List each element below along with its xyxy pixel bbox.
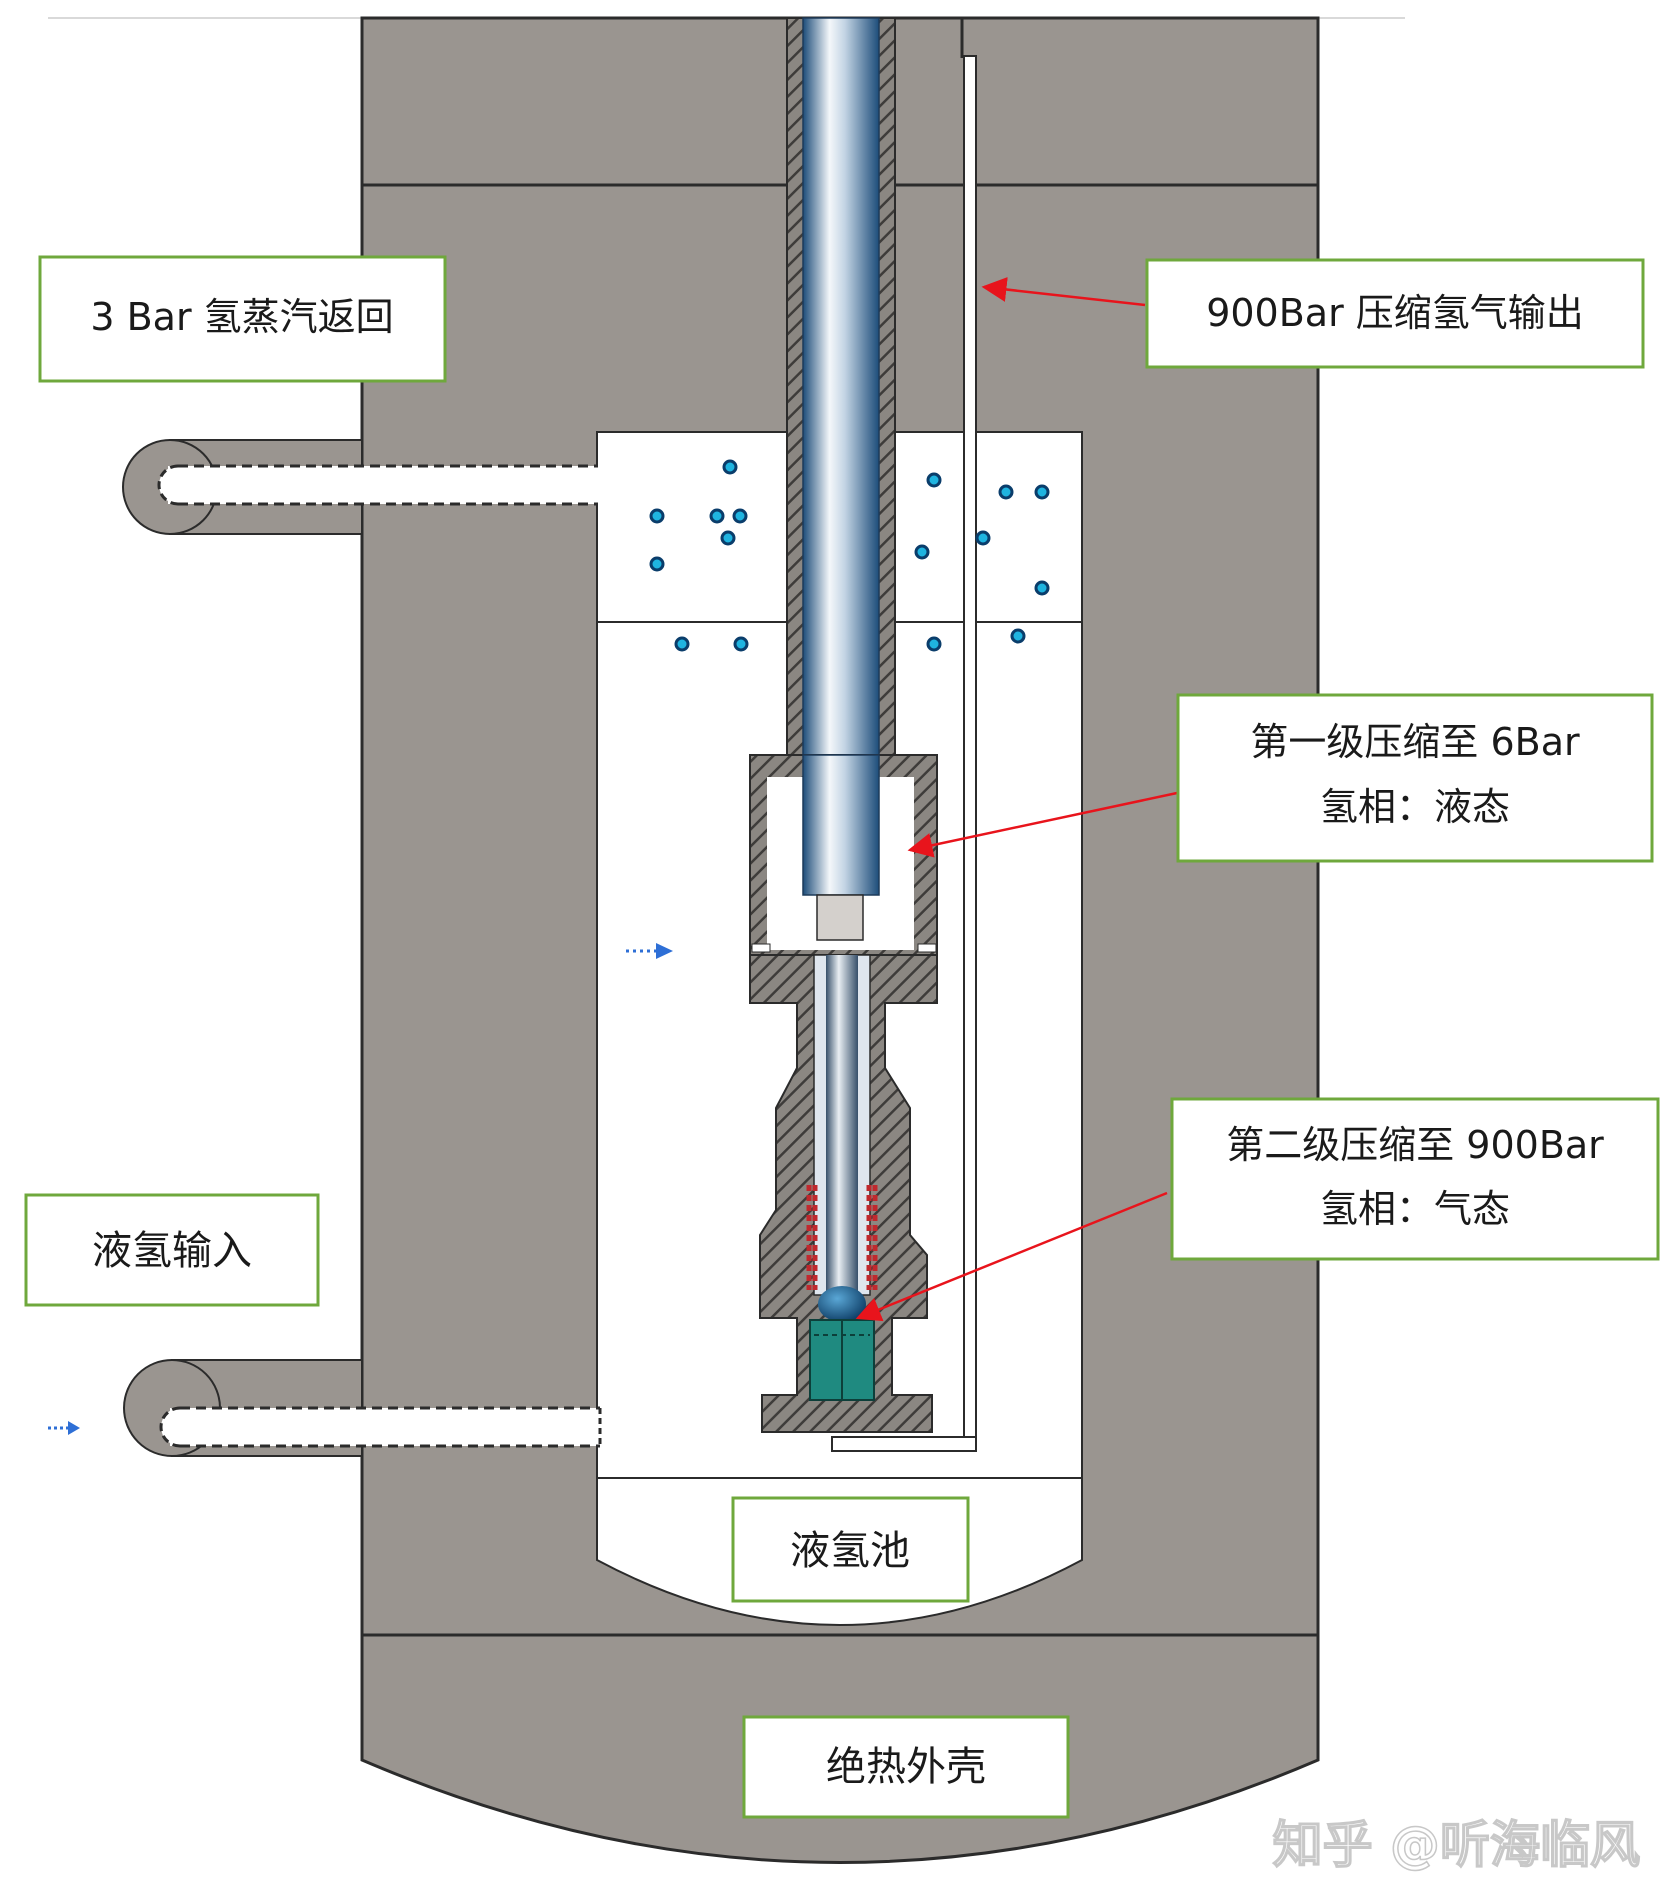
label-lh2-pool: 液氢池	[731, 1496, 970, 1603]
flow-arrow-inlet	[48, 1421, 80, 1435]
label-insulated-shell: 绝热外壳	[742, 1715, 1070, 1819]
label-vapor-return: 3 Bar 氢蒸汽返回	[38, 255, 447, 383]
label-lh2-pool-text: 液氢池	[790, 1528, 910, 1574]
label-stage1-line1: 第一级压缩至 6Bar	[1250, 720, 1580, 764]
label-lh2-input-text: 液氢输入	[92, 1228, 252, 1274]
label-stage2: 第二级压缩至 900Bar 氢相：气态	[1170, 1097, 1660, 1261]
arrow-output	[981, 277, 1146, 307]
arrow-stage2	[855, 1191, 1168, 1322]
label-lh2-input: 液氢输入	[24, 1193, 320, 1307]
vapor-return-pipe	[122, 439, 598, 535]
watermark: 知乎 @听海临风	[1273, 1816, 1640, 1874]
label-output: 900Bar 压缩氢气输出	[1145, 258, 1645, 369]
label-stage2-line1: 第二级压缩至 900Bar	[1226, 1123, 1604, 1167]
second-stage-body	[749, 954, 938, 1433]
hydrogen-bubbles	[649, 459, 1050, 652]
main-shaft	[802, 17, 880, 895]
arrow-stage1	[907, 791, 1178, 858]
label-stage2-line2: 氢相：气态	[1320, 1187, 1510, 1231]
output-line	[831, 18, 977, 1452]
label-vapor-return-text: 3 Bar 氢蒸汽返回	[90, 295, 393, 339]
label-insulated-shell-text: 绝热外壳	[826, 1744, 986, 1790]
flow-arrow-vessel	[626, 943, 673, 959]
label-stage1-line2: 氢相：液态	[1320, 785, 1510, 829]
lh2-input-pipe	[123, 1359, 602, 1457]
label-output-text: 900Bar 压缩氢气输出	[1206, 291, 1584, 335]
label-stage1: 第一级压缩至 6Bar 氢相：液态	[1176, 693, 1654, 863]
